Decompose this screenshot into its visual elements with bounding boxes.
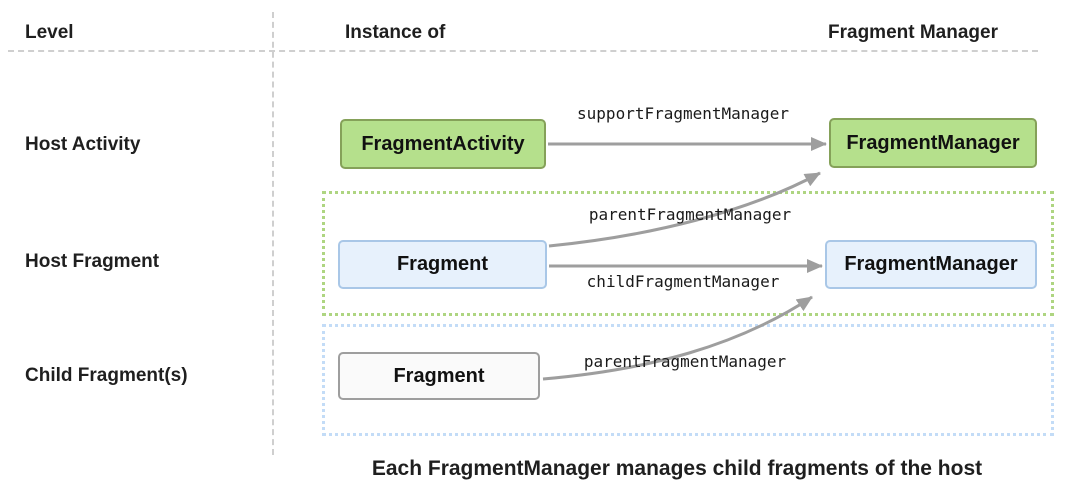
fragment-manager-box-activity: FragmentManager <box>829 118 1037 168</box>
row-label-host-fragment: Host Fragment <box>25 251 160 272</box>
row-label-host-activity: Host Activity <box>25 134 141 155</box>
arrow-label-parent-fragment-manager-host: parentFragmentManager <box>588 205 792 224</box>
level-column-divider-line <box>272 12 274 455</box>
arrow-label-parent-fragment-manager-child: parentFragmentManager <box>583 352 787 371</box>
column-header-level: Level <box>25 22 74 43</box>
fragment-manager-box-host-fragment: FragmentManager <box>825 240 1037 289</box>
child-fragment-box: Fragment <box>338 352 540 400</box>
column-header-instance-of: Instance of <box>345 22 446 43</box>
row-label-child-fragment: Child Fragment(s) <box>25 365 188 386</box>
host-fragment-box: Fragment <box>338 240 547 289</box>
diagram-caption: Each FragmentManager manages child fragm… <box>371 457 983 480</box>
fragment-activity-box: FragmentActivity <box>340 119 546 169</box>
column-header-fragment-manager: Fragment Manager <box>828 22 998 43</box>
arrow-label-child-fragment-manager: childFragmentManager <box>586 272 780 291</box>
header-divider-line <box>8 50 1038 52</box>
arrow-label-support-fragment-manager: supportFragmentManager <box>577 104 789 123</box>
